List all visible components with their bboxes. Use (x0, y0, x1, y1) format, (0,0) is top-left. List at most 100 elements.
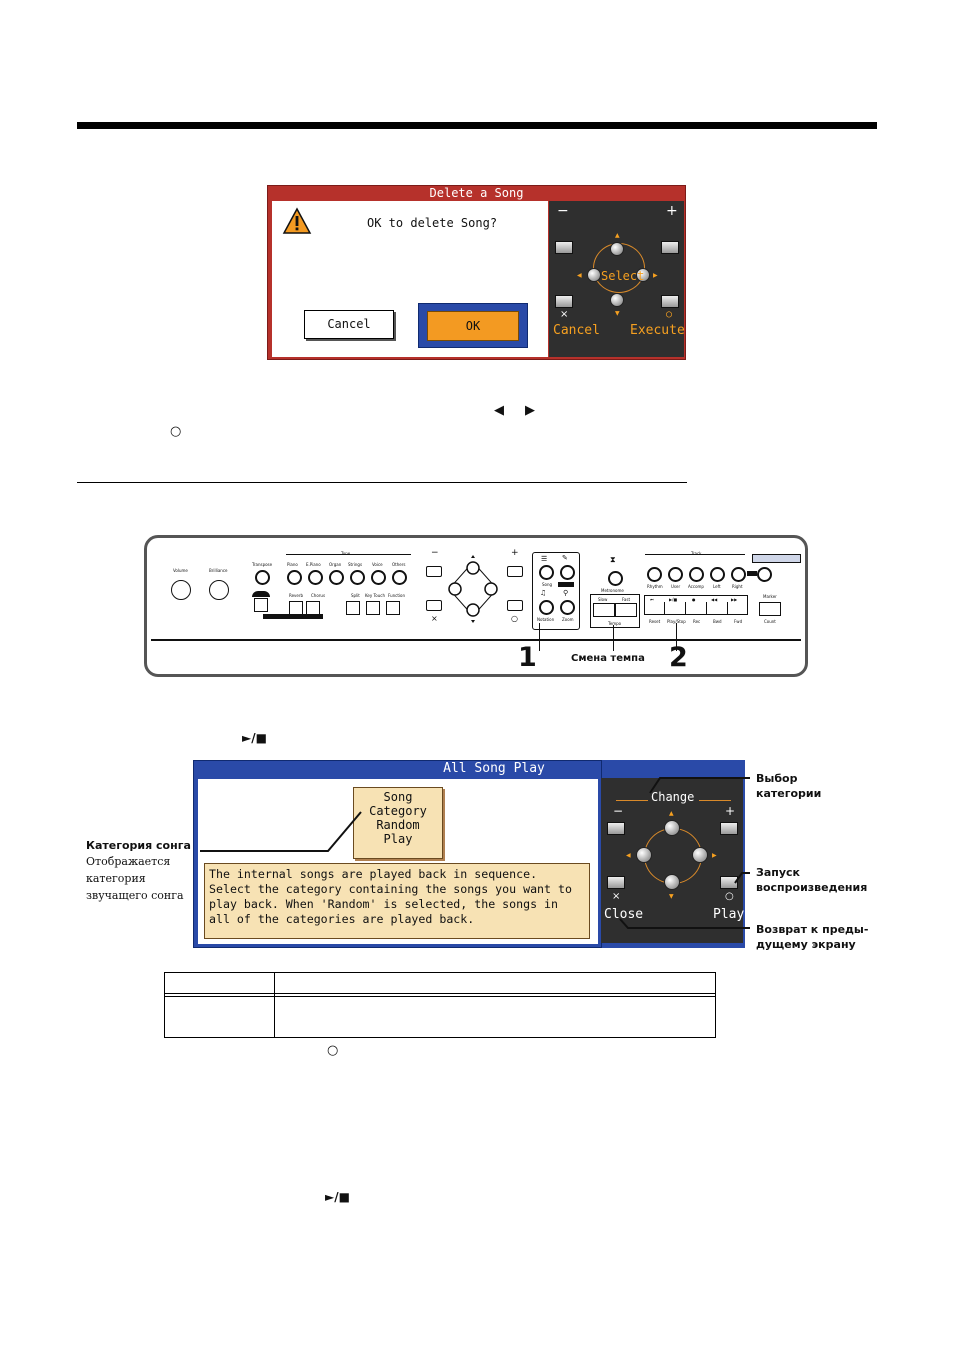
key-touch-label: Key Touch (365, 593, 386, 598)
book-line: Play (383, 832, 413, 846)
ok-button[interactable]: OK (427, 311, 519, 341)
key-touch-button[interactable] (366, 601, 380, 615)
up-knob[interactable] (664, 820, 680, 836)
left-knob[interactable] (587, 268, 601, 282)
left-triangle-icon: ◀ (494, 403, 504, 418)
ok-button-frame: OK (418, 303, 528, 348)
volume-label: Volume (173, 568, 188, 573)
tempo-change-label: Смена темпа (571, 653, 645, 664)
split-label: Split (351, 593, 360, 598)
down-arrow-icon: ▼ (615, 310, 620, 317)
piano-button[interactable] (287, 570, 302, 585)
ear-training-button[interactable] (254, 598, 268, 612)
play-label: Play (713, 907, 745, 922)
track-badge (747, 571, 757, 576)
others-button[interactable] (392, 570, 407, 585)
execute-panel-button[interactable] (661, 295, 679, 308)
slow-label: Slow (598, 597, 608, 602)
change-label: Change (651, 790, 695, 804)
split-button[interactable] (346, 601, 360, 615)
accomp-label: Accomp (688, 584, 704, 589)
metronome-icon: ⧗ (610, 555, 616, 564)
tone-group-line (286, 554, 411, 555)
notation-button[interactable] (539, 600, 554, 615)
volume-knob[interactable] (171, 580, 191, 600)
recorder-button[interactable] (560, 565, 575, 580)
dialog-body: OK to delete Song? Cancel OK (272, 201, 548, 357)
close-panel-button[interactable] (607, 876, 625, 889)
notation-label: Notation (537, 617, 555, 622)
right-knob[interactable] (636, 268, 650, 282)
minus-button[interactable] (426, 566, 442, 577)
rhythm-button[interactable] (647, 567, 662, 582)
plus-button[interactable] (720, 822, 738, 835)
tempo-label: Tempo (608, 621, 622, 626)
rec-button[interactable] (686, 602, 707, 615)
organ-button[interactable] (329, 570, 344, 585)
plus-button[interactable] (661, 241, 679, 254)
reset-button[interactable] (644, 602, 665, 615)
callout-line: Возврат к преды- (756, 923, 869, 936)
cancel-panel-button[interactable] (555, 295, 573, 308)
play-stop-symbol: ►/■ (242, 731, 267, 745)
o-mark: ○ (511, 614, 518, 623)
song-button[interactable] (539, 565, 554, 580)
transport-buttons (644, 602, 748, 615)
marker-button[interactable] (759, 602, 781, 616)
dialog-title: Delete a Song (429, 186, 524, 200)
o-button[interactable] (507, 600, 523, 611)
down-knob[interactable] (664, 874, 680, 890)
delete-song-dialog: Delete a Song OK to delete Song? Cancel … (267, 185, 686, 360)
zoom-button[interactable] (560, 600, 575, 615)
up-knob[interactable] (610, 242, 624, 256)
minus-label: − (557, 203, 569, 219)
cancel-x-mark: × (560, 309, 569, 320)
minus-button[interactable] (607, 822, 625, 835)
left-track-button[interactable] (710, 567, 725, 582)
bwd-button[interactable] (707, 602, 728, 615)
plus-button[interactable] (507, 566, 523, 577)
marker-label: Marker (763, 594, 777, 599)
function-button[interactable] (386, 601, 400, 615)
song-block-frame (532, 552, 580, 630)
category-book[interactable]: Song Category Random Play (353, 787, 443, 859)
piano-panel-illustration: Volume Brilliance Transpose Tone Piano E… (144, 535, 808, 677)
right-arrow-icon: ▶ (712, 852, 717, 859)
brilliance-knob[interactable] (209, 580, 229, 600)
fast-label: Fast (622, 597, 631, 602)
transpose-label: Transpose (252, 562, 273, 567)
accomp-button[interactable] (689, 567, 704, 582)
slow-button[interactable] (593, 603, 615, 617)
table-column-divider (274, 973, 275, 1037)
callout-number-2: 2 (669, 642, 688, 673)
extra-track-button[interactable] (757, 567, 772, 582)
book-line: Song (383, 790, 413, 804)
right-track-button[interactable] (731, 567, 746, 582)
bwd-label: Bwd (713, 619, 722, 624)
x-button[interactable] (426, 600, 442, 611)
transpose-button[interactable] (255, 570, 270, 585)
screen-body: Song Category Random Play The internal s… (198, 779, 598, 944)
left-knob[interactable] (636, 847, 652, 863)
metronome-button[interactable] (608, 571, 623, 586)
play-panel-button[interactable] (720, 876, 738, 889)
epiano-button[interactable] (308, 570, 323, 585)
voice-button[interactable] (371, 570, 386, 585)
right-knob[interactable] (692, 847, 708, 863)
left-label: Left (713, 584, 721, 589)
rhythm-label: Rhythm (647, 584, 663, 589)
change-line-right (699, 800, 731, 801)
play-stop-button[interactable] (665, 602, 686, 615)
rec-icon: ● (692, 597, 696, 602)
fwd-label: Fwd (734, 619, 743, 624)
cancel-button[interactable]: Cancel (304, 310, 394, 339)
strings-button[interactable] (350, 570, 365, 585)
transport-frame (644, 595, 748, 615)
strings-label: Strings (348, 562, 363, 567)
minus-button[interactable] (555, 241, 573, 254)
down-knob[interactable] (610, 293, 624, 307)
tempo-frame (590, 594, 640, 628)
user-button[interactable] (668, 567, 683, 582)
tone-label: Tone (341, 551, 350, 556)
fast-button[interactable] (615, 603, 637, 617)
